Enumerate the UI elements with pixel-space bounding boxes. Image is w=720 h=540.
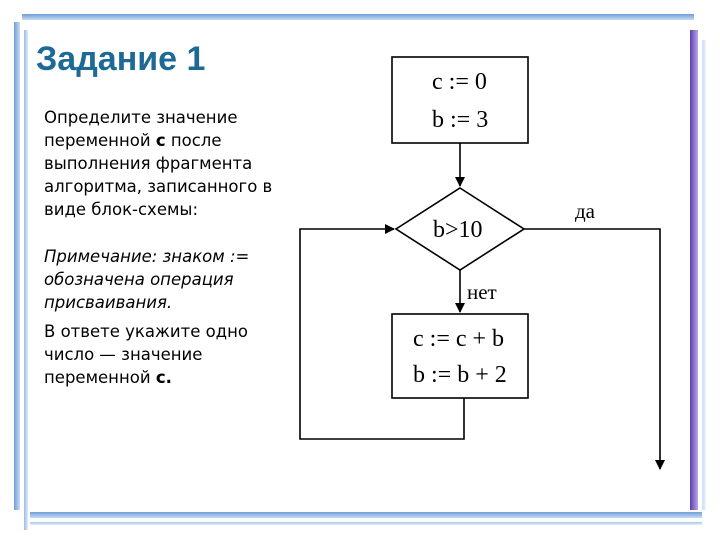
- task-text-part2: после выполнения фрагмента алгоритма, за…: [44, 131, 273, 219]
- init-line1: c := 0: [432, 69, 487, 95]
- arrow-yes-exit: [524, 228, 665, 470]
- init-block: [391, 56, 529, 144]
- arrow-loop-back: [299, 224, 465, 440]
- frame-right-inner-bar: [702, 40, 706, 510]
- slide-title: Задание 1: [36, 40, 206, 78]
- body-line2: b := b + 2: [413, 362, 507, 388]
- no-label: нет: [467, 280, 497, 304]
- task-paragraph: Определите значение переменной с после в…: [44, 106, 294, 221]
- answer-variable: с.: [155, 368, 172, 387]
- init-line2: b := 3: [432, 107, 488, 133]
- task-answer: В ответе укажите одно число — значение п…: [44, 320, 294, 389]
- task-variable: с: [155, 131, 166, 150]
- frame-bottom-bar: [30, 512, 702, 518]
- frame-left-bar: [14, 22, 20, 510]
- body-line1: c := c + b: [413, 326, 504, 352]
- yes-label: да: [575, 199, 596, 223]
- task-text: Определите значение переменной с после в…: [44, 106, 294, 389]
- body-block: [391, 313, 529, 399]
- frame-bottom-inner-bar: [30, 522, 702, 525]
- decision-condition: b>10: [433, 217, 483, 243]
- frame-right-bar: [690, 30, 698, 510]
- frame-top-bar: [22, 14, 694, 20]
- frame-left-inner-bar: [24, 30, 28, 530]
- task-text-part1: Определите значение переменной: [44, 108, 238, 150]
- answer-text-part1: В ответе укажите одно число — значение п…: [44, 322, 248, 387]
- task-note: Примечание: знаком := обозначена операци…: [44, 247, 250, 312]
